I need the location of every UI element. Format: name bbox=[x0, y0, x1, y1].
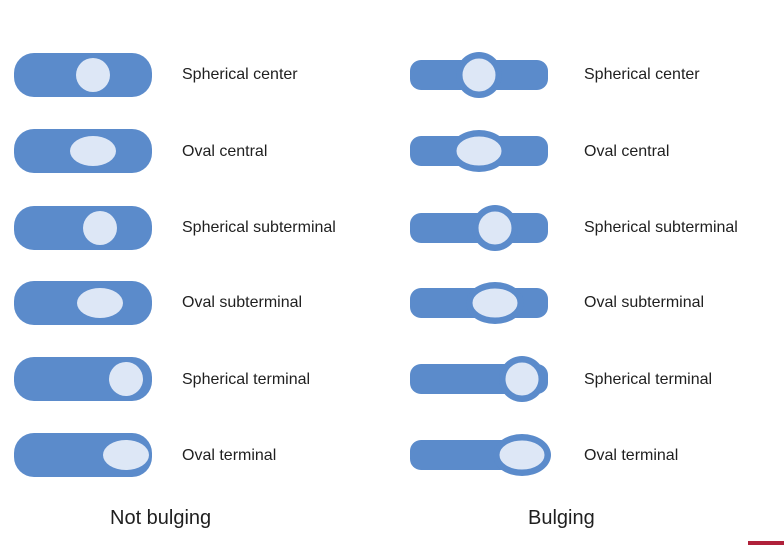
label-not-bulging-spherical-terminal: Spherical terminal bbox=[182, 371, 311, 388]
label-not-bulging-oval-subterminal: Oval subterminal bbox=[182, 294, 303, 311]
label-bulging-spherical-terminal: Spherical terminal bbox=[584, 371, 713, 388]
label-not-bulging-spherical-subterminal: Spherical subterminal bbox=[182, 219, 336, 236]
spore-not-bulging-spherical-subterminal bbox=[83, 211, 117, 245]
label-bulging-spherical-subterminal: Spherical subterminal bbox=[584, 219, 738, 236]
label-bulging-oval-terminal: Oval terminal bbox=[584, 447, 679, 464]
spore-not-bulging-spherical-terminal bbox=[109, 362, 143, 396]
spore-not-bulging-spherical-center bbox=[76, 58, 110, 92]
group-label-bulging: Bulging bbox=[528, 507, 595, 529]
spore-bulging-spherical-center bbox=[461, 57, 497, 93]
spore-bulging-oval-central bbox=[455, 135, 503, 167]
label-not-bulging-oval-terminal: Oval terminal bbox=[182, 447, 277, 464]
bottom-edge-accent bbox=[748, 541, 784, 545]
spore-bulging-oval-subterminal bbox=[471, 287, 519, 319]
label-not-bulging-oval-central: Oval central bbox=[182, 143, 268, 160]
spore-bulging-spherical-subterminal bbox=[477, 210, 513, 246]
spore-not-bulging-oval-central bbox=[70, 136, 116, 166]
label-bulging-oval-subterminal: Oval subterminal bbox=[584, 294, 705, 311]
spore-bulging-oval-terminal bbox=[498, 439, 546, 471]
label-bulging-oval-central: Oval central bbox=[584, 143, 670, 160]
spore-bulging-spherical-terminal bbox=[504, 361, 540, 397]
spore-not-bulging-oval-subterminal bbox=[77, 288, 123, 318]
label-not-bulging-spherical-center: Spherical center bbox=[182, 66, 298, 83]
label-bulging-spherical-center: Spherical center bbox=[584, 66, 700, 83]
group-label-not-bulging: Not bulging bbox=[110, 507, 212, 529]
spore-not-bulging-oval-terminal bbox=[103, 440, 149, 470]
